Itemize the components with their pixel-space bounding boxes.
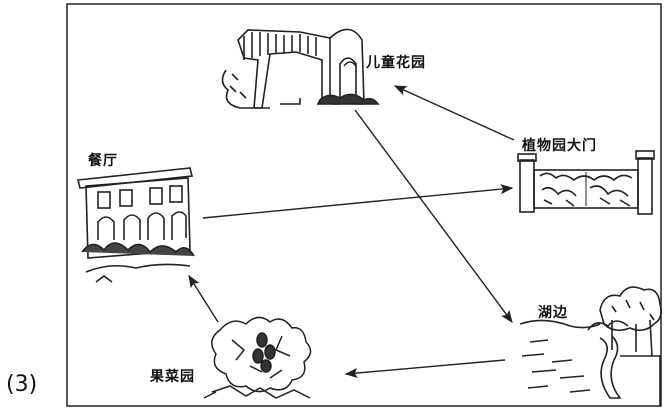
picture-frame xyxy=(66,3,662,407)
children-garden-label: 儿童花园 xyxy=(366,55,426,71)
garden-gate-label: 植物园大门 xyxy=(522,138,597,154)
problem-number: (3) xyxy=(6,372,38,397)
arrow-restaurant-to-gate xyxy=(202,184,514,219)
arrow-orchard-to-restaurant xyxy=(188,274,219,323)
orchard-label: 果菜园 xyxy=(150,369,195,385)
lakeside-label: 湖边 xyxy=(538,305,568,321)
arrow-gate-to-children-garden xyxy=(393,85,515,141)
arrow-children-garden-to-lakeside xyxy=(354,109,513,324)
lakeside-illustration xyxy=(519,286,662,406)
children-garden-illustration xyxy=(221,28,380,109)
garden-gate-illustration xyxy=(517,150,655,215)
arrow-lakeside-to-orchard xyxy=(344,359,506,379)
restaurant-label: 餐厅 xyxy=(88,153,118,169)
restaurant-illustration xyxy=(77,167,195,283)
orchard-illustration xyxy=(203,316,312,399)
